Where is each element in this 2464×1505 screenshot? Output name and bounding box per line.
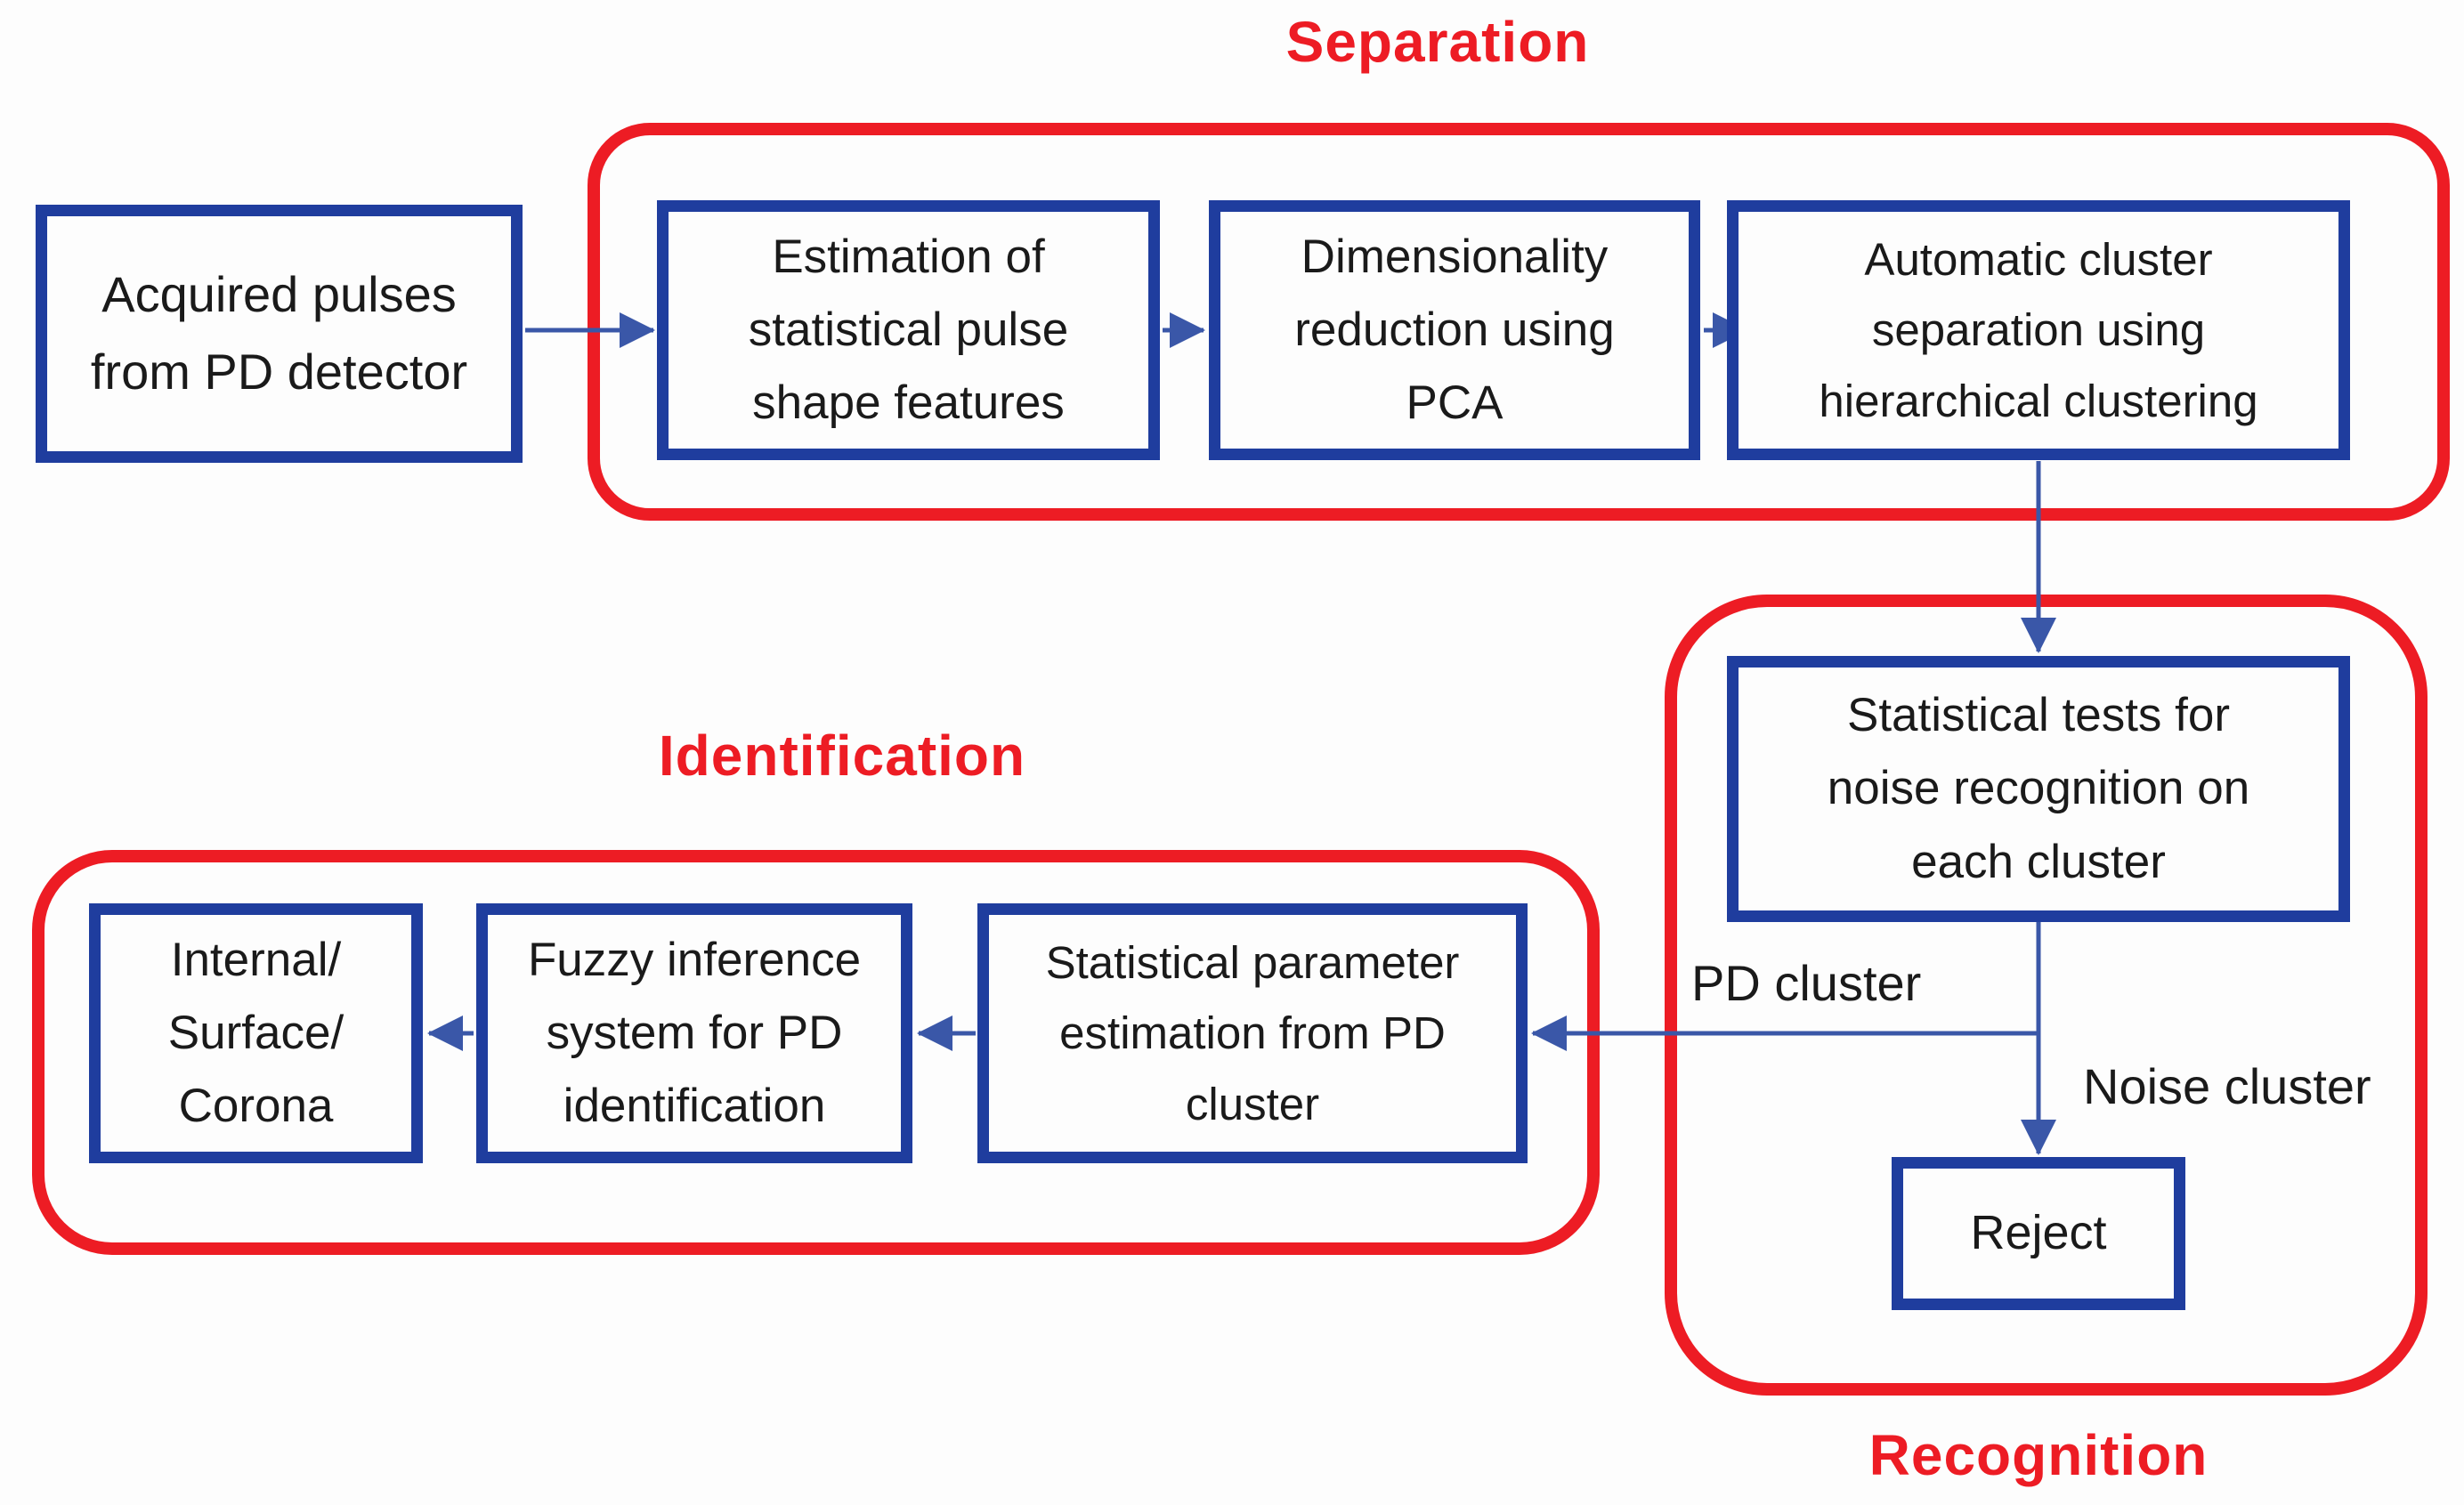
section-label-recognition: Recognition	[1868, 1423, 2209, 1487]
node-reject: Reject	[1892, 1157, 2185, 1310]
section-separation	[588, 123, 2450, 521]
node-statistical-parameter-estimation: Statistical parameter estimation from PD…	[977, 903, 1528, 1163]
node-fuzzy-inference: Fuzzy inference system for PD identifica…	[476, 903, 912, 1163]
section-label-identification: Identification	[658, 724, 1026, 788]
node-estimation-features: Estimation of statistical pulse shape fe…	[657, 200, 1160, 460]
node-internal-surface-corona: Internal/ Surface/ Corona	[89, 903, 423, 1163]
section-recognition	[1665, 595, 2428, 1396]
edge-label-pd-cluster: PD cluster	[1691, 955, 1922, 1011]
edge-label-noise-cluster: Noise cluster	[2083, 1058, 2371, 1114]
node-acquired-pulses: Acquired pulses from PD detector	[36, 205, 523, 463]
section-label-separation: Separation	[1285, 10, 1590, 74]
node-statistical-tests: Statistical tests for noise recognition …	[1727, 656, 2350, 922]
node-automatic-cluster-separation: Automatic cluster separation using hiera…	[1727, 200, 2350, 460]
node-dimensionality-reduction: Dimensionality reduction using PCA	[1209, 200, 1700, 460]
section-identification	[32, 850, 1600, 1255]
